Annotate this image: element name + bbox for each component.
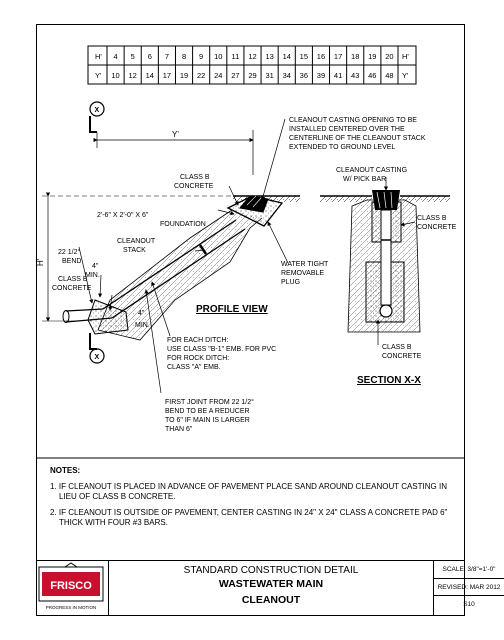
title-line-2: WASTEWATER MAIN: [218, 578, 324, 590]
title-line-1: STANDARD CONSTRUCTION DETAIL: [183, 565, 359, 576]
label-bend: 22 1/2° BEND: [58, 248, 82, 265]
label-ditch: FOR EACH DITCH: USE CLASS "B-1" EMB. FOR…: [167, 337, 278, 371]
section-view: CLEANOUT CASTING W/ PICK BAR CLASS B CON…: [320, 167, 457, 386]
table-h-cell: 11: [231, 52, 239, 61]
table-h-cell: 9: [199, 52, 203, 61]
table-h-cell: 6: [148, 52, 152, 61]
section-marker-bottom: X: [89, 333, 105, 364]
notes-header: NOTES:: [50, 466, 81, 475]
label-four-min-2: 4" MIN.: [135, 310, 150, 329]
table-y-cell: 29: [248, 71, 256, 80]
table-h-cell: 5: [131, 52, 135, 61]
label-first-joint: FIRST JOINT FROM 22 1/2° BEND TO BE A RE…: [165, 398, 256, 433]
title-line-3: CLEANOUT: [241, 594, 301, 606]
table-h-cell: 4: [113, 52, 117, 61]
table-y-cell: 22: [197, 71, 205, 80]
scale-label: SCALE: 3/8"=1'-0": [434, 561, 504, 579]
table-h-cell: 14: [283, 52, 291, 61]
table-y-cell: 19: [180, 71, 188, 80]
table-h-trailer: H': [402, 52, 409, 61]
table-h-cell: 16: [317, 52, 325, 61]
table-h-header: H': [95, 52, 102, 61]
label-cleanout-opening: CLEANOUT CASTING OPENING TO BE INSTALLED…: [289, 117, 427, 151]
table-y-cell: 41: [334, 71, 342, 80]
profile-view-title: PROFILE VIEW: [196, 304, 268, 315]
section-marker-bottom-label: X: [95, 354, 100, 361]
logo-text: FRISCO: [50, 580, 92, 592]
title-text-block: STANDARD CONSTRUCTION DETAIL WASTEWATER …: [108, 561, 434, 615]
label-class-b-right: CLASS B CONCRETE: [417, 215, 457, 231]
table-h-cell: 12: [248, 52, 256, 61]
label-class-b-bottom: CLASS B CONCRETE: [382, 344, 422, 360]
logo-tagline: PROGRESS IN MOTION: [46, 605, 97, 610]
table-h-cell: 10: [214, 52, 222, 61]
table-y-cell: 39: [317, 71, 325, 80]
table-h-cell: 18: [351, 52, 359, 61]
table-y-cell: 31: [265, 71, 273, 80]
label-watertight-plug: WATER TIGHT REMOVABLE PLUG: [281, 261, 330, 286]
table-y-trailer: Y': [402, 71, 409, 80]
table-h-cell: 15: [300, 52, 308, 61]
frisco-logo: FRISCO PROGRESS IN MOTION: [38, 562, 104, 610]
notes: NOTES: 1. IF CLEANOUT IS PLACED IN ADVAN…: [50, 466, 460, 534]
table-y-cell: 48: [385, 71, 393, 80]
note-2: 2. IF CLEANOUT IS OUTSIDE OF PAVEMENT, C…: [50, 508, 448, 527]
dim-y-label: Y': [172, 130, 179, 139]
revised-label: REVISED: MAR 2012: [434, 579, 504, 596]
title-block: FRISCO PROGRESS IN MOTION STANDARD CONST…: [36, 560, 504, 616]
table-y-cell: 24: [214, 71, 222, 80]
section-marker-top-label: X: [95, 107, 100, 114]
section-marker-top: X: [89, 101, 105, 133]
label-four-min-1: 4" MIN.: [85, 263, 100, 279]
label-class-b-top: CLASS B CONCRETE: [174, 174, 214, 190]
dim-h-label: H': [36, 258, 45, 266]
drawing-sheet: [36, 24, 465, 616]
table-y-cell: 36: [300, 71, 308, 80]
label-cleanout-stack: CLEANOUT STACK: [117, 238, 157, 254]
profile-view: X X Y' H': [36, 101, 427, 433]
hy-table: H' Y' H' Y' 4 10 5 12 6 14 7 17 8 19 9 22 10 24 11 27 12…: [87, 45, 417, 85]
table-h-cell: 17: [334, 52, 342, 61]
sheet-number: S10: [463, 601, 475, 608]
table-h-cell: 19: [368, 52, 376, 61]
table-y-cell: 14: [146, 71, 154, 80]
table-h-cell: 13: [265, 52, 273, 61]
note-1: 1. IF CLEANOUT IS PLACED IN ADVANCE OF P…: [50, 482, 447, 501]
table-y-cell: 12: [129, 71, 137, 80]
table-y-cell: 46: [368, 71, 376, 80]
table-y-cell: 10: [111, 71, 119, 80]
section-view-title: SECTION X-X: [357, 375, 421, 386]
table-y-cell: 43: [351, 71, 359, 80]
title-meta: SCALE: 3/8"=1'-0" REVISED: MAR 2012 S10: [434, 561, 504, 615]
table-y-cell: 27: [231, 71, 239, 80]
table-h-cell: 8: [182, 52, 186, 61]
table-y-cell: 17: [163, 71, 171, 80]
table-y-header: Y': [95, 71, 102, 80]
label-class-b-left: CLASS B CONCRETE: [52, 276, 92, 292]
table-y-cell: 34: [283, 71, 291, 80]
table-h-cell: 7: [165, 52, 169, 61]
label-casting-pick-bar: CLEANOUT CASTING W/ PICK BAR: [336, 167, 409, 183]
table-h-cell: 20: [385, 52, 393, 61]
label-foundation: 2'-6" X 2'-0" X 6" FOUNDATION: [97, 212, 206, 228]
